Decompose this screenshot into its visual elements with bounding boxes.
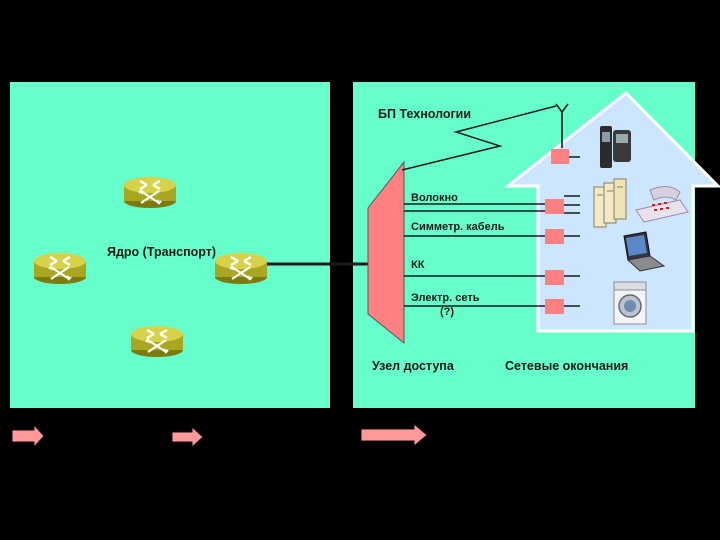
access-node-shape	[367, 160, 405, 345]
question-mark: (?)	[440, 306, 455, 318]
laptop-icon	[623, 231, 666, 272]
line-label-coax: КК	[411, 259, 425, 271]
router-icon	[129, 324, 185, 359]
wireless-label: БП Технологии	[378, 107, 472, 121]
arrow-icon	[171, 425, 204, 449]
arrow-icon	[11, 423, 45, 449]
terminals-label: Сетевые окончания	[505, 359, 629, 373]
arrow-icon	[360, 422, 428, 448]
router-icon	[213, 251, 269, 286]
wireless-terminal-port	[551, 149, 569, 164]
terminal-ports	[545, 199, 564, 314]
router-icon	[32, 251, 88, 286]
line-label-fiber: Волокно	[411, 192, 458, 204]
access-node-label: Узел доступа	[372, 359, 454, 373]
modem-icon	[593, 178, 627, 228]
washing-machine-icon	[613, 281, 647, 325]
access-lines	[404, 203, 545, 307]
router-icon	[122, 175, 178, 210]
antenna-icon	[555, 103, 569, 148]
line-label-twisted-pair: Симметр. кабель	[411, 221, 505, 233]
wireless-link	[401, 105, 557, 171]
mobile-phone-icon	[600, 126, 631, 168]
core-label: Ядро (Транспорт)	[107, 245, 217, 259]
line-label-power-line: Электр. сеть	[411, 292, 480, 304]
desk-phone-icon	[635, 186, 689, 223]
